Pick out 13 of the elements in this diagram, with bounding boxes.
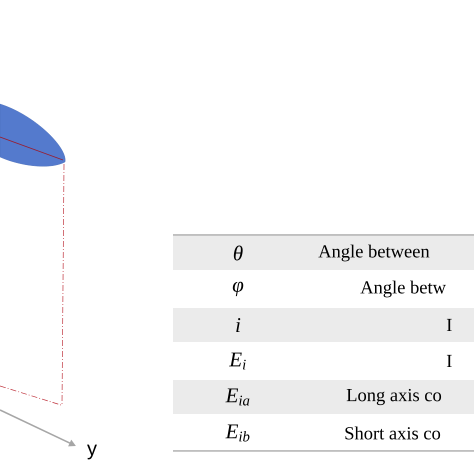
description: Long axis co	[346, 388, 442, 406]
description: Angle betw	[360, 280, 446, 298]
symbol: E$_{i}$	[229, 352, 246, 370]
axis-label: y	[87, 444, 97, 460]
symbol: i	[236, 318, 240, 332]
symbol: E$_{ib}$	[225, 424, 250, 442]
symbol: φ	[232, 282, 244, 296]
description: I	[446, 354, 452, 368]
description: Angle between	[318, 244, 430, 262]
description: Short axis co	[345, 426, 440, 440]
symbol: E$_{ia}$	[225, 388, 250, 406]
symbol: θ	[234, 246, 243, 260]
description: I	[446, 318, 452, 332]
